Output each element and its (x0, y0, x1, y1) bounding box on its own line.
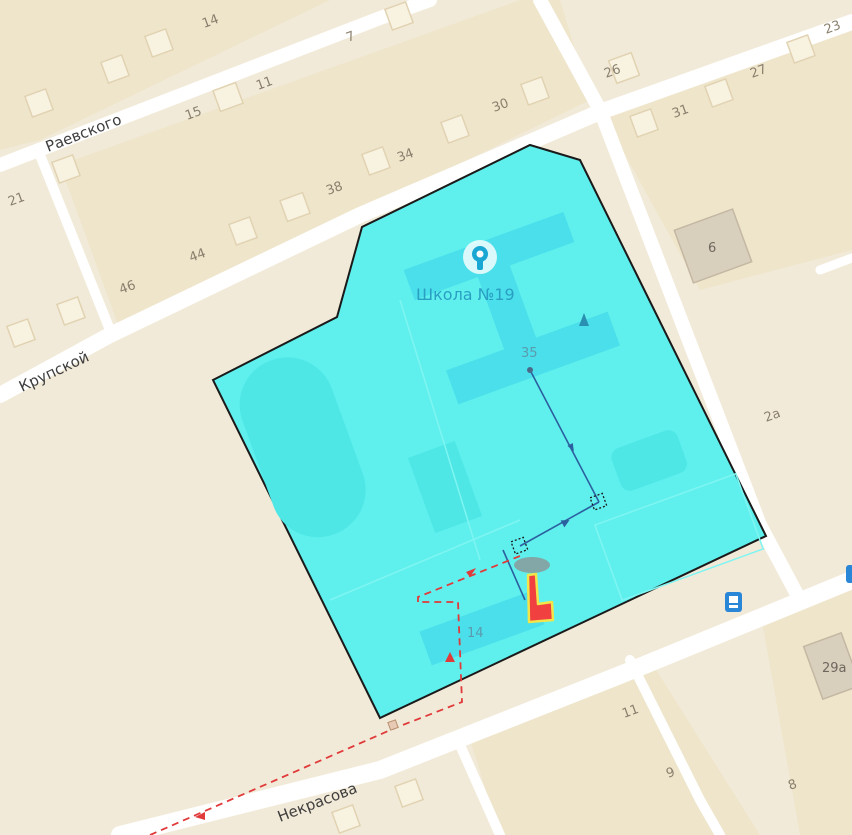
route-arrow-2 (466, 568, 476, 577)
house-6: 6 (708, 241, 716, 256)
house-14: 14 (200, 12, 221, 32)
house-30: 30 (490, 96, 511, 116)
house-38: 38 (324, 179, 345, 199)
route-arrow-1 (445, 652, 455, 662)
house-35: 35 (521, 346, 538, 361)
route-arrow-3 (195, 812, 205, 820)
road-nekrasova (111, 571, 852, 835)
road-side-3 (625, 655, 725, 835)
route-path (149, 555, 521, 835)
house-31: 31 (670, 102, 691, 122)
house-46: 46 (117, 278, 138, 298)
node-3 (527, 367, 533, 373)
house-2a: 2а (762, 406, 782, 426)
highlighted-object[interactable] (526, 572, 555, 624)
house-34: 34 (395, 146, 416, 166)
road-side-2 (533, 0, 807, 607)
large-buildings (673, 208, 852, 701)
edge-marker-icon (846, 565, 852, 583)
road-raevskogo (0, 0, 437, 172)
house-21: 21 (6, 190, 27, 210)
house-11-south: 11 (620, 702, 641, 722)
arrow-up (567, 443, 574, 452)
arrow-right (560, 520, 570, 528)
house-29a: 29а (822, 661, 847, 676)
house-26: 26 (602, 62, 623, 82)
tree-icon (579, 313, 589, 326)
school-grounds (239, 357, 687, 538)
road-side-1 (35, 150, 115, 335)
house-23: 23 (822, 18, 843, 38)
house-numbers: 14 7 11 15 30 34 38 44 46 21 26 27 23 31… (6, 12, 846, 794)
location-pin-icon[interactable] (463, 240, 497, 274)
buildings (5, 0, 817, 835)
house-14-school: 14 (467, 626, 484, 641)
house-11: 11 (254, 74, 275, 94)
school-label[interactable]: Школа №19 (416, 285, 515, 304)
network-lines (502, 369, 600, 601)
node-1[interactable] (589, 492, 608, 511)
road-krupskoy (0, 14, 852, 403)
road-stub (815, 253, 852, 275)
route-waypoint (387, 719, 399, 731)
node-2[interactable] (510, 536, 529, 555)
road-side-4 (455, 740, 505, 835)
gray-marker (514, 557, 550, 573)
yard-outlines (329, 299, 765, 602)
selected-parcel[interactable] (211, 143, 768, 720)
house-44: 44 (187, 246, 208, 266)
house-27: 27 (748, 62, 769, 82)
house-15: 15 (183, 104, 204, 124)
bus-stop-icon[interactable] (725, 592, 742, 612)
